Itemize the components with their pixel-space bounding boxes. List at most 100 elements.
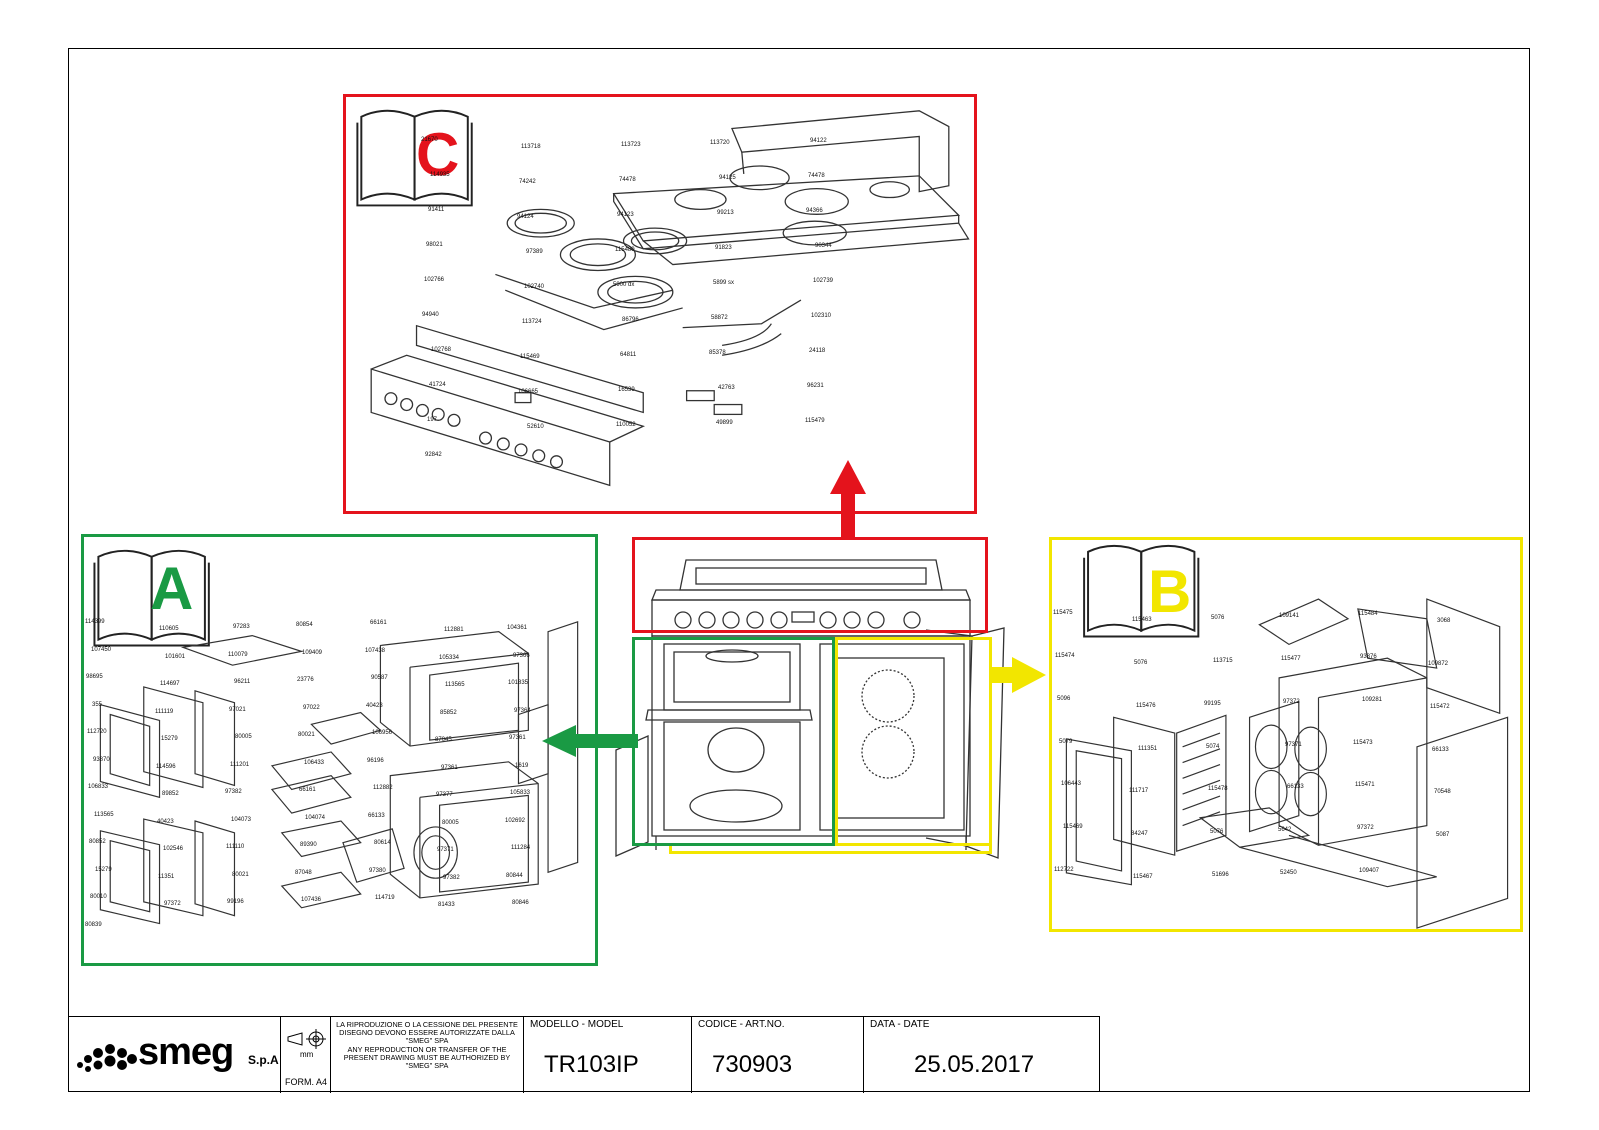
- part-number-b: 52450: [1280, 870, 1297, 877]
- part-number-a: 80010: [90, 894, 107, 900]
- projection-icon: mm: [287, 1029, 326, 1059]
- part-number-b: 97372: [1283, 698, 1300, 705]
- part-number-a: 111201: [230, 761, 250, 768]
- part-number-a: 80005: [235, 734, 252, 740]
- part-number-b: 109141: [1279, 613, 1300, 619]
- panel-a-drawing: [93, 549, 579, 925]
- part-number-c: 197: [427, 417, 438, 423]
- highlight-b-right-oven: [835, 637, 992, 846]
- part-number-a: 90587: [371, 675, 388, 681]
- part-number-c: 94122: [810, 138, 827, 144]
- part-number-b: 97371: [1285, 741, 1302, 748]
- format-cell: mm FORM. A4: [281, 1017, 331, 1093]
- part-number-b: 5096: [1057, 695, 1071, 702]
- part-number-c: 5899 sx: [713, 280, 735, 286]
- drawing-frame: [68, 48, 1530, 1092]
- part-number-c: 41724: [429, 382, 446, 388]
- part-number-c: 113723: [621, 142, 641, 148]
- part-number-b: 66133: [1432, 746, 1449, 753]
- part-number-b: 111717: [1129, 788, 1149, 795]
- part-number-b: 115476: [1136, 702, 1156, 709]
- part-number-a: 113565: [94, 811, 114, 818]
- part-number-a: 97377: [436, 792, 453, 798]
- part-number-a: 111110: [226, 844, 245, 850]
- arrow-up-to-c: [830, 460, 866, 538]
- part-number-a: 85852: [440, 709, 457, 716]
- part-number-a: 11351: [158, 873, 175, 880]
- part-number-a: 113565: [445, 682, 465, 688]
- part-number-b: 115477: [1281, 655, 1301, 662]
- date-caption: DATA - DATE: [870, 1019, 930, 1030]
- part-number-c: 21670: [421, 137, 438, 143]
- part-number-a: 97361: [509, 735, 526, 741]
- part-number-a: 111284: [511, 845, 531, 851]
- part-number-b: 51696: [1212, 872, 1229, 879]
- part-number-a: 96211: [234, 679, 251, 685]
- date-cell: DATA - DATE 25.05.2017: [864, 1017, 1100, 1093]
- part-number-c: 106665: [518, 389, 539, 395]
- part-number-b: 112722: [1054, 867, 1074, 874]
- part-number-b: 5076: [1134, 659, 1148, 666]
- part-number-b: 109281: [1362, 696, 1383, 703]
- part-number-b: 5076: [1210, 829, 1224, 836]
- part-number-c: 64811: [620, 352, 637, 358]
- part-number-c: 91411: [428, 207, 445, 213]
- part-number-a: 96196: [367, 757, 384, 764]
- panel-b-drawing: [1065, 544, 1509, 929]
- part-number-b: 84247: [1131, 831, 1148, 838]
- part-number-b: 111351: [1138, 745, 1158, 752]
- part-number-a: 106956: [372, 730, 393, 736]
- part-number-a: 66133: [368, 812, 385, 819]
- part-number-a: 40423: [366, 702, 383, 709]
- code-cell: CODICE - ART.NO. 730903: [692, 1017, 864, 1093]
- part-number-b: 115484: [1358, 611, 1378, 617]
- oven-parts-b: [1065, 598, 1509, 929]
- part-number-b: 115475: [1053, 610, 1073, 616]
- code-caption: CODICE - ART.NO.: [698, 1019, 785, 1030]
- part-number-c: 74242: [519, 179, 536, 185]
- part-number-a: 112882: [373, 785, 393, 791]
- format-label: FORM. A4: [285, 1077, 328, 1087]
- part-number-b: 109407: [1359, 868, 1380, 875]
- part-number-a: 97361: [441, 764, 458, 771]
- part-number-c: 24118: [809, 348, 826, 354]
- part-number-a: 89852: [162, 791, 179, 797]
- part-number-c: 110052: [616, 422, 636, 428]
- part-number-a: 112720: [87, 729, 107, 735]
- part-number-a: 106433: [304, 759, 325, 766]
- appliance-overview: [586, 540, 1026, 880]
- part-number-b: 3068: [1437, 618, 1451, 624]
- part-number-a: 114719: [375, 895, 395, 901]
- part-number-a: 97022: [303, 704, 320, 711]
- part-number-a: 87048: [295, 869, 312, 876]
- part-number-b: 109872: [1428, 660, 1449, 667]
- part-number-c: 102766: [424, 277, 445, 283]
- panel-c-letter: C: [416, 121, 460, 188]
- date-value: 25.05.2017: [914, 1051, 1035, 1078]
- part-number-a: 66161: [299, 787, 316, 793]
- part-number-a: 87045: [435, 737, 452, 743]
- part-number-c: 97389: [526, 249, 543, 255]
- control-panel: [370, 299, 802, 487]
- part-number-c: 94366: [806, 208, 823, 214]
- part-number-c: 49899: [716, 420, 733, 426]
- code-value: 730903: [712, 1051, 793, 1078]
- part-number-c: 74478: [808, 173, 825, 179]
- part-number-b: 93876: [1360, 653, 1377, 660]
- part-number-c: 94123: [617, 212, 634, 218]
- part-number-a: 80854: [296, 622, 313, 628]
- part-number-a: 80844: [506, 872, 523, 879]
- part-number-b: 5079: [1059, 738, 1073, 745]
- part-number-c: 58872: [711, 315, 728, 321]
- part-number-b: 115469: [1063, 824, 1083, 831]
- part-number-a: 112881: [444, 627, 464, 633]
- part-number-a: 80614: [374, 840, 391, 846]
- part-number-c: 113718: [521, 144, 541, 150]
- part-number-b: 113715: [1213, 657, 1233, 664]
- part-number-a: 97021: [229, 706, 246, 713]
- part-number-a: 105833: [510, 790, 531, 796]
- part-number-b: 115471: [1355, 782, 1375, 789]
- part-number-c: 114935: [430, 172, 450, 178]
- part-number-b: 99195: [1204, 700, 1221, 707]
